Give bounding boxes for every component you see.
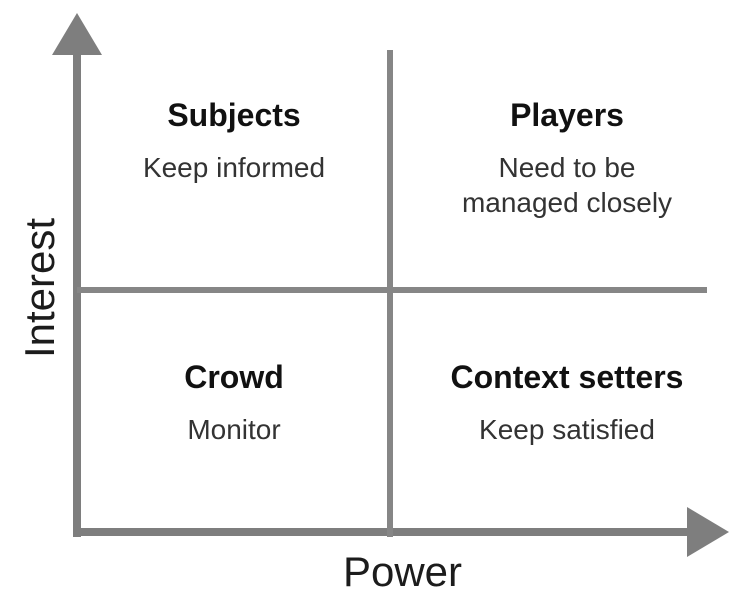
quadrant-subtitle: Monitor (187, 414, 281, 445)
quadrant-title: Crowd (184, 359, 284, 395)
x-axis-line (73, 528, 691, 536)
quadrant-title: Context setters (450, 359, 684, 395)
quadrant-title: Players (510, 97, 624, 133)
quadrant-players: Players Need to be managed closely (393, 96, 741, 220)
quadrant-title: Subjects (167, 97, 301, 133)
quadrant-subtitle: Keep informed (142, 152, 326, 183)
arrow-up-icon (52, 13, 102, 55)
x-axis-label: Power (342, 548, 463, 595)
quadrant-context-setters: Context setters Keep satisfied (393, 358, 741, 447)
y-axis-label: Interest (16, 217, 63, 359)
vertical-divider (387, 50, 393, 537)
horizontal-divider (77, 287, 707, 293)
quadrant-subtitle-line: Need to be (498, 152, 636, 183)
quadrant-subtitle-line: managed closely (461, 187, 673, 218)
quadrant-subtitle: Need to be managed closely (393, 150, 741, 220)
quadrant-crowd: Crowd Monitor (81, 358, 387, 447)
arrow-right-icon (687, 507, 729, 557)
quadrant-subtitle: Keep satisfied (479, 414, 655, 445)
quadrant-subjects: Subjects Keep informed (81, 96, 387, 185)
